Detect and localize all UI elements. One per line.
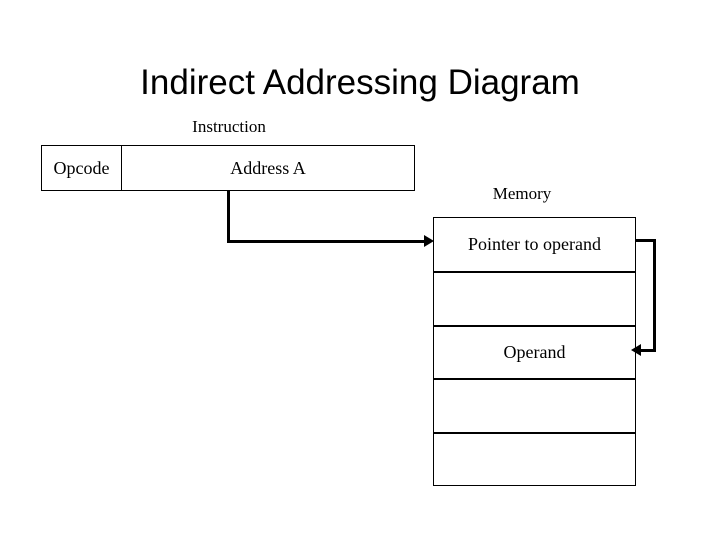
memory-cell-empty-2 (434, 378, 635, 431)
instruction-field-opcode: Opcode (42, 146, 122, 190)
arrow-pointer-to-operand-top (635, 239, 656, 242)
instruction-box: Opcode Address A (41, 145, 415, 191)
memory-box: Pointer to operand Operand (433, 217, 636, 486)
memory-cell-empty-1 (434, 271, 635, 324)
arrow-address-to-pointer-head-icon (424, 235, 434, 247)
arrow-pointer-to-operand-head-icon (631, 344, 641, 356)
arrow-address-to-pointer-horizontal (227, 240, 427, 243)
memory-caption: Memory (492, 184, 552, 203)
memory-cell-empty-3 (434, 431, 635, 485)
instruction-field-address: Address A (230, 158, 306, 178)
memory-cell-pointer: Pointer to operand (468, 234, 601, 255)
arrow-pointer-to-operand-bottom (637, 349, 656, 352)
memory-cell-operand: Operand (434, 324, 635, 378)
instruction-caption: Instruction (192, 117, 266, 136)
arrow-address-to-pointer-vertical (227, 191, 230, 243)
arrow-pointer-to-operand-vertical (653, 239, 656, 352)
page-title: Indirect Addressing Diagram (140, 63, 580, 102)
